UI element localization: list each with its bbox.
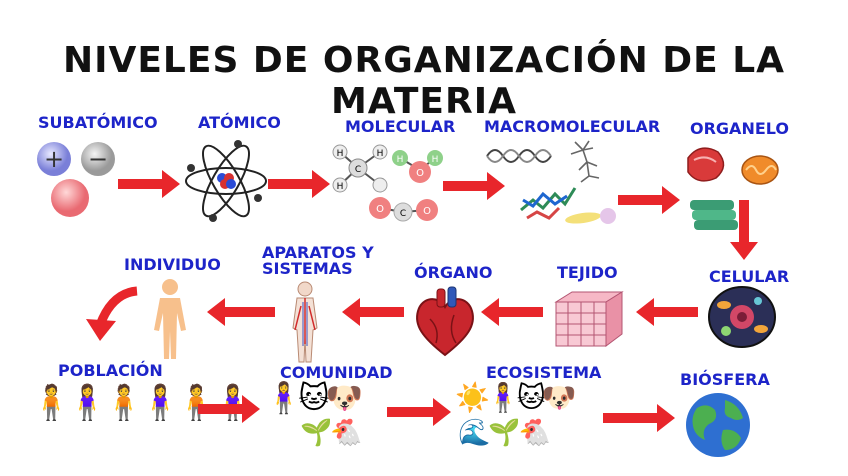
label-aparatos-line2: SISTEMAS xyxy=(262,259,353,278)
atom-icon xyxy=(185,140,267,222)
svg-text:H: H xyxy=(432,155,439,165)
label-atomico: ATÓMICO xyxy=(198,113,281,132)
svg-text:+: + xyxy=(44,145,64,173)
heart-icon xyxy=(416,286,474,357)
label-aparatos-y-sistemas: APARATOS Y SISTEMAS xyxy=(262,245,374,277)
label-subatomico: SUBATÓMICO xyxy=(38,113,158,132)
label-poblacion: POBLACIÓN xyxy=(58,361,163,380)
arrow-celular-tejido xyxy=(636,298,698,326)
tissue-icon xyxy=(554,291,624,347)
svg-text:O: O xyxy=(423,206,431,217)
label-organo: ÓRGANO xyxy=(414,263,493,282)
svg-text:C: C xyxy=(400,209,406,219)
label-biosfera: BIÓSFERA xyxy=(680,370,770,389)
svg-text:H: H xyxy=(337,182,344,192)
page-title: NIVELES DE ORGANIZACIÓN DE LA MATERIA xyxy=(62,40,786,122)
label-aparatos-line1: APARATOS Y xyxy=(262,243,374,262)
people-group-icon: 🧍🧍‍♀️🧍🧍‍♀️🧍🧍‍♀️ xyxy=(30,383,254,423)
label-organelo: ORGANELO xyxy=(690,119,789,138)
earth-icon xyxy=(686,393,750,457)
arrow-atomico-molecular xyxy=(268,170,330,198)
arrow-ecosistema-biosfera xyxy=(603,404,675,432)
svg-text:H: H xyxy=(397,155,404,165)
svg-text:−: − xyxy=(88,145,108,173)
molecule-icon: H H C H H H O O C O xyxy=(332,144,443,222)
label-comunidad: COMUNIDAD xyxy=(280,363,393,382)
label-macromolecular: MACROMOLECULAR xyxy=(484,117,661,136)
human-figure-icon xyxy=(154,279,186,359)
organelles-icon xyxy=(687,147,779,230)
label-tejido: TEJIDO xyxy=(557,263,618,282)
arrow-organelo-celular xyxy=(730,200,758,260)
svg-text:H: H xyxy=(377,149,384,159)
cell-icon xyxy=(708,286,776,348)
arrow-aparatos-individuo xyxy=(207,298,275,326)
arrow-macromolecular-organelo xyxy=(618,186,680,214)
arrow-comunidad-ecosistema xyxy=(387,398,451,426)
arrow-molecular-macromolecular xyxy=(443,172,505,200)
community-icon: 🧍‍♀️🐱🐶 xyxy=(265,381,363,416)
arrow-poblacion-comunidad xyxy=(198,395,260,423)
arrow-individuo-poblacion xyxy=(86,286,138,341)
macromolecule-icon xyxy=(486,140,616,224)
ecosystem-icon: ☀️🧍‍♀️🐱🐶 xyxy=(455,381,577,414)
arrow-subatomico-atomico xyxy=(118,170,180,198)
svg-text:H: H xyxy=(337,149,344,159)
arrow-tejido-organo xyxy=(481,298,543,326)
label-individuo: INDIVIDUO xyxy=(124,255,221,274)
svg-text:C: C xyxy=(355,165,361,175)
label-celular: CELULAR xyxy=(709,267,790,286)
label-ecosistema: ECOSISTEMA xyxy=(486,363,602,382)
body-systems-icon xyxy=(292,281,318,363)
subatomic-particles-icon: + − xyxy=(37,142,115,217)
svg-text:O: O xyxy=(416,168,424,179)
ecosystem-water-icon: 🌊🌱🐔 xyxy=(458,418,551,448)
svg-text:O: O xyxy=(376,204,384,215)
community-plant-icon: 🌱🐔 xyxy=(300,418,363,448)
label-molecular: MOLECULAR xyxy=(345,117,456,136)
arrow-organo-aparatos xyxy=(342,298,404,326)
